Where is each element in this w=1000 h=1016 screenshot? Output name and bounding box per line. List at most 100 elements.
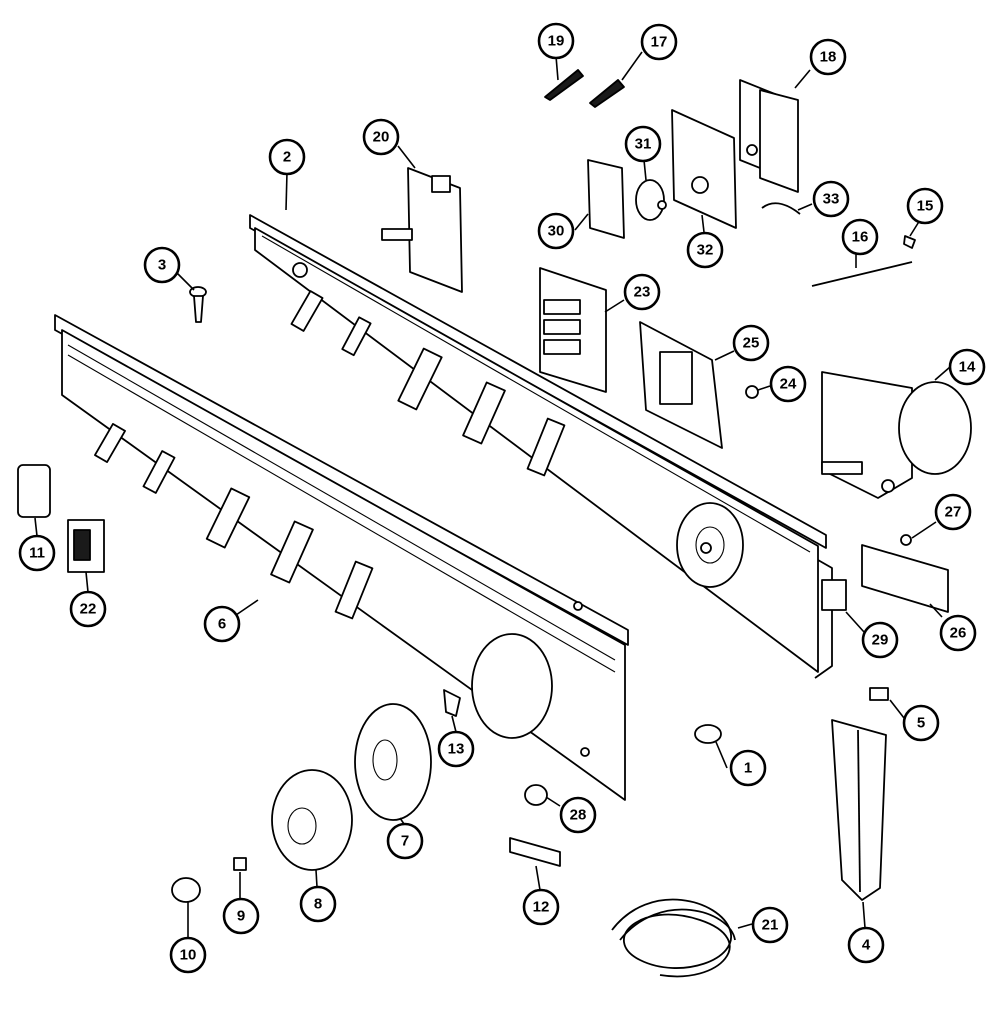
callout-23: 23 (623, 273, 661, 311)
pad-12 (509, 837, 561, 867)
svg-text:23: 23 (634, 284, 651, 301)
lamp-11 (17, 464, 51, 518)
screw-24 (745, 385, 759, 399)
callout-21: 21 (751, 906, 789, 944)
svg-text:11: 11 (29, 545, 45, 562)
harness-21 (611, 898, 736, 978)
callout-9: 9 (222, 897, 260, 935)
svg-text:6: 6 (218, 616, 226, 633)
callout-8: 8 (299, 885, 337, 923)
switch-29 (821, 579, 847, 611)
svg-text:12: 12 (533, 899, 550, 916)
svg-text:7: 7 (401, 833, 409, 850)
svg-text:32: 32 (697, 242, 714, 259)
svg-text:28: 28 (570, 807, 587, 824)
svg-text:17: 17 (651, 34, 668, 51)
plate-32 (671, 109, 737, 229)
callout-18: 18 (809, 38, 847, 76)
screw-19 (544, 69, 584, 101)
callout-4: 4 (847, 926, 885, 964)
svg-text:22: 22 (80, 601, 97, 618)
svg-text:9: 9 (237, 908, 245, 925)
callout-29: 29 (861, 621, 899, 659)
callout-6: 6 (203, 605, 241, 643)
cap-10 (171, 877, 201, 903)
timer-14 (821, 371, 972, 499)
callout-5: 5 (902, 704, 940, 742)
callout-15: 15 (906, 187, 944, 225)
callout-14: 14 (948, 348, 986, 386)
callout-22: 22 (69, 590, 107, 628)
knob-8 (271, 769, 353, 871)
wire-16 (811, 261, 913, 287)
svg-text:27: 27 (945, 504, 962, 521)
callout-19: 19 (537, 22, 575, 60)
callout-32: 32 (686, 231, 724, 269)
callout-11: 11 (18, 534, 56, 572)
callout-3: 3 (143, 246, 181, 284)
switch-18 (739, 79, 799, 193)
rocker-22 (67, 519, 105, 573)
svg-text:4: 4 (862, 937, 871, 954)
callout-10: 10 (169, 936, 207, 974)
svg-text:19: 19 (548, 33, 565, 50)
svg-text:5: 5 (917, 715, 925, 732)
callout-2: 2 (268, 138, 306, 176)
svg-text:18: 18 (820, 49, 837, 66)
board-26 (861, 544, 949, 613)
svg-text:13: 13 (448, 741, 465, 758)
leader-lines (34, 51, 951, 938)
svg-text:20: 20 (373, 129, 390, 146)
svg-text:15: 15 (917, 198, 934, 215)
clip-5 (869, 687, 889, 701)
callout-26: 26 (939, 614, 977, 652)
svg-text:30: 30 (548, 223, 565, 240)
callout-33: 33 (812, 180, 850, 218)
wire-33 (761, 202, 801, 215)
callout-7: 7 (386, 822, 424, 860)
callout-1: 1 (729, 749, 767, 787)
svg-text:24: 24 (780, 376, 797, 393)
switch-block-23 (539, 267, 607, 393)
svg-text:10: 10 (180, 947, 197, 964)
callout-20: 20 (362, 118, 400, 156)
part-30 (587, 159, 625, 239)
screw-17 (589, 79, 625, 108)
svg-text:1: 1 (744, 760, 752, 777)
svg-text:26: 26 (950, 625, 967, 642)
knob-7 (354, 703, 432, 821)
callout-13: 13 (437, 730, 475, 768)
callout-30: 30 (537, 212, 575, 250)
callout-27: 27 (934, 493, 972, 531)
callout-17: 17 (640, 23, 678, 61)
clip-13 (443, 689, 461, 717)
screw-3 (189, 286, 207, 323)
rear-panel (249, 214, 833, 679)
svg-text:16: 16 (852, 229, 869, 246)
front-panel (54, 314, 629, 801)
svg-text:21: 21 (762, 917, 779, 934)
trim-4 (831, 719, 887, 901)
callout-28: 28 (559, 796, 597, 834)
nut-1 (694, 724, 722, 744)
clip-9 (233, 857, 247, 871)
svg-text:2: 2 (283, 149, 291, 166)
svg-text:8: 8 (314, 896, 322, 913)
callout-25: 25 (732, 324, 770, 362)
svg-text:31: 31 (635, 136, 652, 153)
svg-text:33: 33 (823, 191, 840, 208)
part-31 (635, 179, 667, 221)
terminal-15 (903, 235, 916, 249)
svg-text:29: 29 (872, 632, 889, 649)
screw-27 (900, 534, 912, 546)
svg-text:3: 3 (158, 257, 166, 274)
callout-24: 24 (769, 365, 807, 403)
bracket-25 (639, 321, 723, 449)
bracket-20 (381, 167, 463, 293)
callout-31: 31 (624, 125, 662, 163)
callout-16: 16 (841, 218, 879, 256)
svg-text:14: 14 (959, 359, 976, 376)
button-28 (524, 784, 548, 806)
